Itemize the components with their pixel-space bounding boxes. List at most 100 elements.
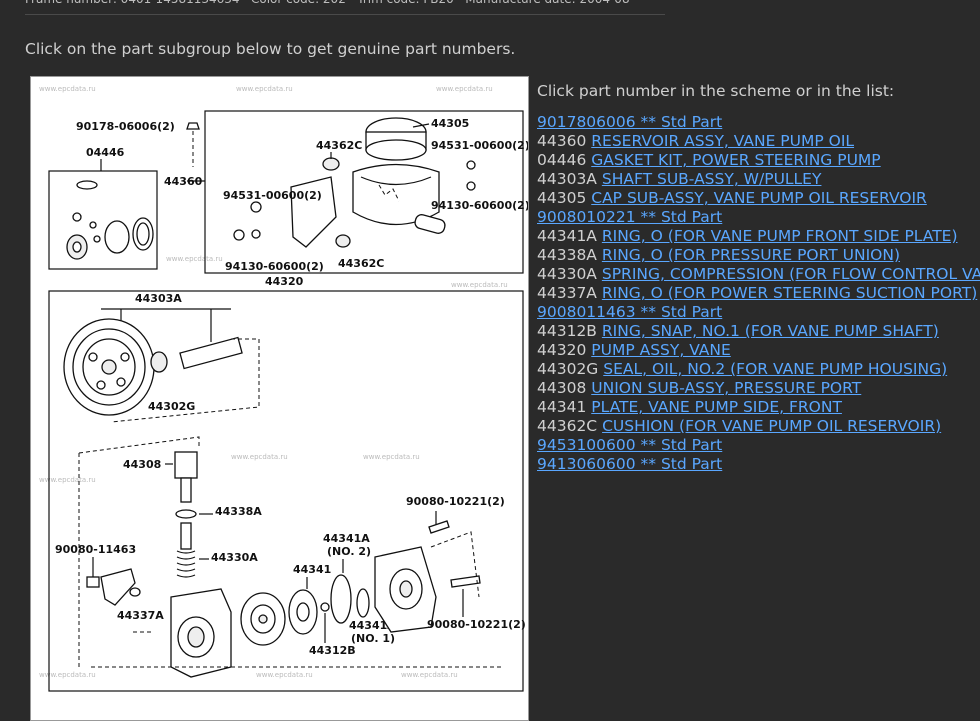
label-94130-60600-right[interactable]: 94130-60600(2) [431, 199, 528, 212]
part-list-item: 44330A SPRING, COMPRESSION (FOR FLOW CON… [537, 265, 980, 284]
label-94531-00600-right[interactable]: 94531-00600(2) [431, 139, 528, 152]
part-code: 44360 [537, 132, 587, 150]
label-44338a[interactable]: 44338A [215, 505, 262, 518]
part-list-item: 9017806006 ** Std Part [537, 113, 980, 132]
label-44312b[interactable]: 44312B [309, 644, 356, 657]
parts-panel: Click part number in the scheme or in th… [537, 80, 980, 474]
part-link[interactable]: CUSHION (FOR VANE PUMP OIL RESERVOIR) [602, 417, 942, 435]
cushion-bottom [335, 234, 351, 248]
std-part-link[interactable]: 9008011463 ** Std Part [537, 303, 723, 321]
part-list-item: 44362C CUSHION (FOR VANE PUMP OIL RESERV… [537, 417, 980, 436]
label-44303a[interactable]: 44303A [135, 292, 182, 305]
part-link[interactable]: RING, O (FOR VANE PUMP FRONT SIDE PLATE) [601, 227, 958, 245]
nut [186, 122, 200, 130]
label-44362c-top[interactable]: 44362C [316, 139, 362, 152]
part-link[interactable]: RING, O (FOR POWER STEERING SUCTION PORT… [601, 284, 978, 302]
part-list-item: 9413060600 ** Std Part [537, 455, 980, 474]
label-04446[interactable]: 04446 [86, 146, 125, 159]
part-link[interactable]: PLATE, VANE PUMP SIDE, FRONT [591, 398, 842, 416]
vehicle-info-line: Frame number: 0401-14581134634 · Color c… [25, 0, 665, 15]
part-code: 44308 [537, 379, 587, 397]
watermark: www.epcdata.ru [39, 671, 96, 679]
label-90178-06006[interactable]: 90178-06006(2) [76, 120, 175, 133]
part-code: 44312B [537, 322, 597, 340]
part-code: 44338A [537, 246, 597, 264]
part-code: 44341 [537, 398, 587, 416]
watermark: www.epcdata.ru [231, 453, 288, 461]
part-list-item: 44320 PUMP ASSY, VANE [537, 341, 980, 360]
label-44330a[interactable]: 44330A [211, 551, 258, 564]
watermark: www.epcdata.ru [451, 281, 508, 289]
part-link[interactable]: SEAL, OIL, NO.2 (FOR VANE PUMP HOUSING) [603, 360, 948, 378]
suction-port [100, 568, 136, 606]
oil-seal-pump [150, 351, 168, 373]
part-list-item: 44303A SHAFT SUB-ASSY, W/PULLEY [537, 170, 980, 189]
parts-hint: Click part number in the scheme or in th… [537, 82, 895, 100]
watermark: www.epcdata.ru [236, 85, 293, 93]
part-link[interactable]: SPRING, COMPRESSION (FOR FLOW CONTROL VA… [601, 265, 980, 283]
pump-shaft [179, 336, 243, 370]
cushion-top [322, 157, 340, 171]
part-code: 44341A [537, 227, 597, 245]
label-no1: (NO. 1) [351, 632, 395, 645]
part-link[interactable]: SHAFT SUB-ASSY, W/PULLEY [601, 170, 822, 188]
label-90080-11463[interactable]: 90080-11463 [55, 543, 136, 556]
part-code: 44337A [537, 284, 597, 302]
label-44320[interactable]: 44320 [265, 275, 304, 288]
reservoir-outlet [414, 214, 446, 234]
label-90080-10221-bottom[interactable]: 90080-10221(2) [427, 618, 526, 631]
part-link[interactable]: UNION SUB-ASSY, PRESSURE PORT [591, 379, 862, 397]
part-list-item: 9008010221 ** Std Part [537, 208, 980, 227]
part-link[interactable]: GASKET KIT, POWER STEERING PUMP [591, 151, 881, 169]
label-44302g[interactable]: 44302G [148, 400, 195, 413]
label-44305[interactable]: 44305 [431, 117, 469, 130]
part-list-item: 9008011463 ** Std Part [537, 303, 980, 322]
bolt-top [428, 520, 450, 534]
label-94130-60600-left[interactable]: 94130-60600(2) [225, 260, 324, 273]
gasket-kit-box [48, 170, 158, 270]
watermark: www.epcdata.ru [436, 85, 493, 93]
part-link[interactable]: RING, O (FOR PRESSURE PORT UNION) [601, 246, 901, 264]
part-code: 04446 [537, 151, 587, 169]
label-44360[interactable]: 44360 [164, 175, 203, 188]
part-list-item: 44337A RING, O (FOR POWER STEERING SUCTI… [537, 284, 980, 303]
label-90080-10221-top[interactable]: 90080-10221(2) [406, 495, 505, 508]
label-44308[interactable]: 44308 [123, 458, 161, 471]
o-ring-large [104, 220, 130, 254]
label-44337a[interactable]: 44337A [117, 609, 164, 622]
label-44341[interactable]: 44341 [293, 563, 331, 576]
std-part-link[interactable]: 9413060600 ** Std Part [537, 455, 723, 473]
bolt-bottom [450, 575, 481, 588]
parts-scheme-diagram[interactable]: www.epcdata.ru www.epcdata.ru www.epcdat… [30, 76, 529, 721]
part-link[interactable]: PUMP ASSY, VANE [591, 341, 731, 359]
part-code: 44330A [537, 265, 597, 283]
part-list-item: 44338A RING, O (FOR PRESSURE PORT UNION) [537, 246, 980, 265]
part-link[interactable]: RING, SNAP, NO.1 (FOR VANE PUMP SHAFT) [601, 322, 939, 340]
washer [72, 212, 82, 222]
part-code: 44362C [537, 417, 598, 435]
part-list-item: 44308 UNION SUB-ASSY, PRESSURE PORT [537, 379, 980, 398]
part-code: 44302G [537, 360, 599, 378]
label-44362c-bottom[interactable]: 44362C [338, 257, 384, 270]
scheme-svg: www.epcdata.ru www.epcdata.ru www.epcdat… [39, 85, 528, 692]
washer [89, 221, 97, 229]
part-list-item: 44341 PLATE, VANE PUMP SIDE, FRONT [537, 398, 980, 417]
o-ring-small [76, 180, 98, 190]
std-part-link[interactable]: 9017806006 ** Std Part [537, 113, 723, 131]
part-list-item: 9453100600 ** Std Part [537, 436, 980, 455]
label-44341a-no2[interactable]: 44341A [323, 532, 370, 545]
pump-group-box [48, 290, 524, 692]
o-ring-front-plate [330, 574, 352, 624]
std-part-link[interactable]: 9008010221 ** Std Part [537, 208, 723, 226]
o-ring-pressure [175, 509, 197, 519]
watermark: www.epcdata.ru [166, 255, 223, 263]
std-part-link[interactable]: 9453100600 ** Std Part [537, 436, 723, 454]
part-link[interactable]: RESERVOIR ASSY, VANE PUMP OIL [591, 132, 855, 150]
watermark: www.epcdata.ru [363, 453, 420, 461]
part-list-item: 44341A RING, O (FOR VANE PUMP FRONT SIDE… [537, 227, 980, 246]
part-link[interactable]: CAP SUB-ASSY, VANE PUMP OIL RESERVOIR [591, 189, 927, 207]
washer [93, 235, 101, 243]
instruction-text: Click on the part subgroup below to get … [25, 40, 516, 58]
label-94531-00600-left[interactable]: 94531-00600(2) [223, 189, 322, 202]
